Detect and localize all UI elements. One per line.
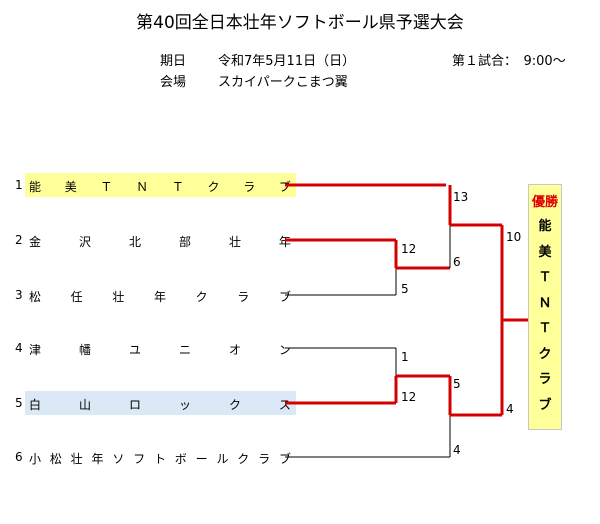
team-name-char: Ｔ bbox=[100, 180, 113, 194]
team-name-char: 小 bbox=[29, 452, 42, 466]
team-name-char: Ｎ bbox=[136, 180, 149, 194]
team-name-char: 白 bbox=[29, 398, 42, 412]
score-team-4: 1 bbox=[401, 350, 409, 364]
team-name-char: 幡 bbox=[78, 343, 91, 357]
score-team-1: 13 bbox=[453, 190, 469, 204]
team-name-char: ラ bbox=[237, 290, 250, 304]
team-name-char: ラ bbox=[243, 180, 256, 194]
team-name-char: オ bbox=[228, 343, 241, 357]
winner-name-char: Ｔ bbox=[538, 321, 552, 336]
team-name-char: ン bbox=[278, 343, 291, 357]
team-name-char: 壮 bbox=[70, 452, 83, 466]
first-match-time: 第１試合： 9:00～ bbox=[452, 54, 566, 69]
team-name-char: ッ bbox=[178, 398, 191, 412]
team-name-char: ル bbox=[216, 452, 229, 466]
team-name-char: フ bbox=[133, 452, 146, 466]
team-name: 白山ロックス bbox=[29, 396, 291, 413]
team-number: 5 bbox=[15, 396, 23, 410]
team-name-char: ニ bbox=[178, 343, 191, 357]
team-number: 4 bbox=[15, 341, 23, 355]
team-number: 2 bbox=[15, 233, 23, 247]
team-name: 津幡ユニオン bbox=[29, 341, 291, 358]
team-name-char: 任 bbox=[70, 290, 83, 304]
winner-label: 優勝 bbox=[531, 195, 558, 210]
score-team-2: 12 bbox=[401, 242, 417, 256]
team-name-char: ブ bbox=[278, 452, 291, 466]
team-name-char: ク bbox=[195, 290, 208, 304]
team-name-char: ラ bbox=[258, 452, 271, 466]
score-semi-upper-lower: 6 bbox=[453, 255, 461, 269]
winner-name-char: 美 bbox=[538, 244, 552, 260]
team-name-char: ク bbox=[237, 452, 250, 466]
team-name: 松任壮年クラブ bbox=[29, 288, 291, 305]
score-team-5: 12 bbox=[401, 390, 417, 404]
score-team-6: 4 bbox=[453, 443, 461, 457]
team-name-char: ク bbox=[228, 398, 241, 412]
team-name: 金沢北部壮年 bbox=[29, 233, 291, 250]
team-name-char: 松 bbox=[29, 290, 42, 304]
team-name-char: ソ bbox=[112, 452, 125, 466]
team-name-char: 山 bbox=[78, 398, 91, 412]
team-highlight bbox=[25, 391, 296, 415]
team-name-char: 金 bbox=[29, 235, 42, 249]
score-semi-lower-upper: 5 bbox=[453, 377, 461, 391]
team-name-char: 沢 bbox=[78, 235, 91, 249]
team-number: 6 bbox=[15, 450, 23, 464]
venue-label: 会場 bbox=[160, 75, 187, 90]
team-name-char: 年 bbox=[91, 452, 104, 466]
team-name-char: 部 bbox=[178, 235, 191, 249]
date-value: 令和7年5月11日（日） bbox=[218, 54, 356, 69]
team-name-char: 北 bbox=[128, 235, 141, 249]
team-name-char: ト bbox=[153, 452, 166, 466]
team-name-char: ー bbox=[195, 452, 208, 466]
winner-name-char: Ｎ bbox=[538, 295, 552, 311]
team-name-char: ロ bbox=[128, 398, 141, 412]
tournament-title: 第40回全日本壮年ソフトボール県予選大会 bbox=[136, 13, 464, 33]
team-name-char: 能 bbox=[29, 180, 42, 194]
team-name-char: 年 bbox=[153, 290, 166, 304]
team-name-char: 壮 bbox=[228, 235, 241, 249]
score-team-3: 5 bbox=[401, 282, 409, 296]
winner-name-char: ラ bbox=[538, 372, 552, 387]
team-name-char: ユ bbox=[128, 343, 141, 357]
winner-name-char: ク bbox=[538, 346, 552, 362]
team-name-char: 壮 bbox=[112, 290, 125, 304]
date-label: 期日 bbox=[160, 54, 187, 69]
team-number: 3 bbox=[15, 288, 23, 302]
team-name-char: Ｔ bbox=[171, 180, 184, 194]
team-name-char: 津 bbox=[29, 343, 42, 357]
team-name: 小松壮年ソフトボールクラブ bbox=[29, 450, 291, 467]
winner-name-char: 能 bbox=[538, 219, 552, 234]
score-final-bottom: 4 bbox=[506, 402, 514, 416]
team-highlight bbox=[25, 173, 296, 197]
team-name-char: 松 bbox=[49, 452, 62, 466]
team-name-char: ブ bbox=[278, 290, 291, 304]
team-number: 1 bbox=[15, 178, 23, 192]
venue-value: スカイパークこまつ翼 bbox=[218, 75, 348, 90]
team-name-char: 美 bbox=[64, 180, 77, 194]
team-name-char: ク bbox=[207, 180, 220, 194]
winner-name-char: ブ bbox=[538, 397, 552, 413]
winner-name-char: Ｔ bbox=[538, 270, 552, 285]
score-final-top: 10 bbox=[506, 230, 522, 244]
team-name-char: ボ bbox=[174, 452, 187, 466]
